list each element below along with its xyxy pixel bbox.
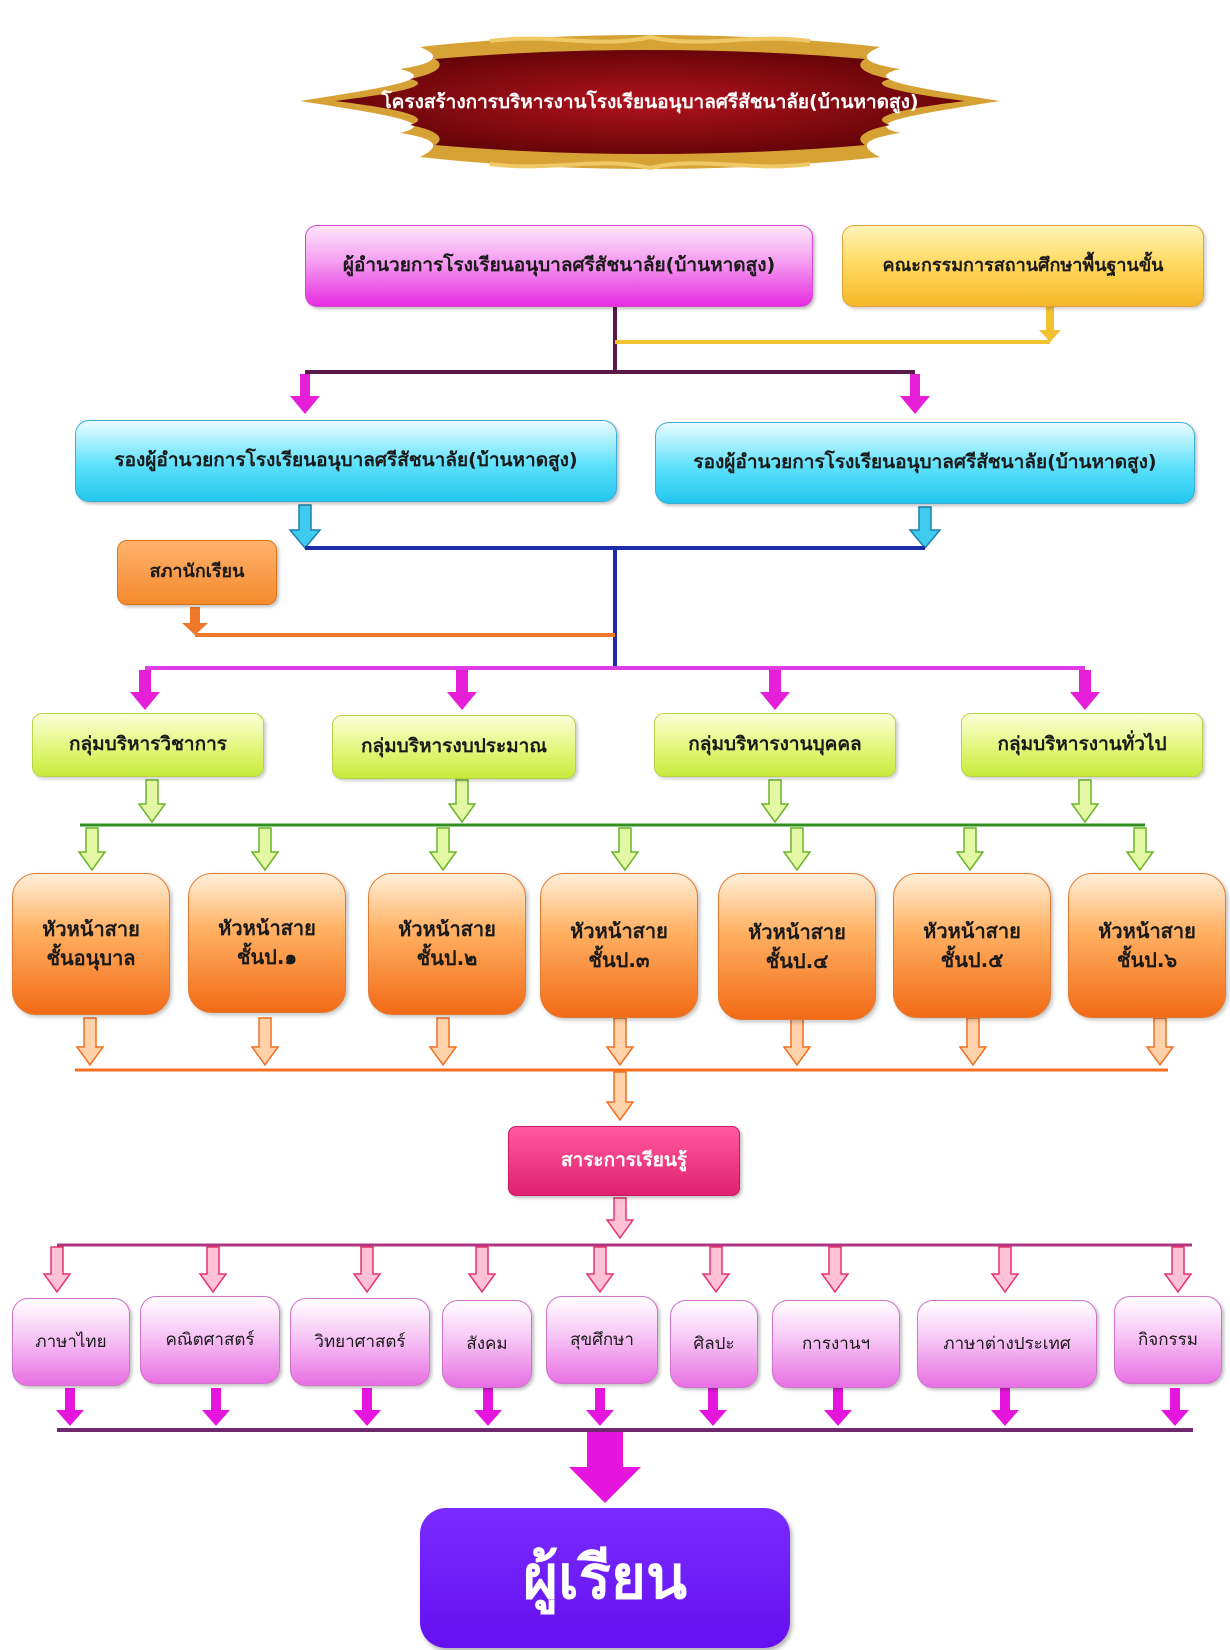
- magenta-arrow-icon: [586, 1388, 614, 1426]
- deputy-arrow-icon: [900, 374, 930, 414]
- grade-head-title: หัวหน้าสาย: [570, 918, 668, 943]
- group-arrow-icon: [130, 670, 160, 710]
- grade-head-title: หัวหน้าสาย: [398, 917, 496, 941]
- committee-arrow-icon: [1039, 307, 1061, 342]
- committee-box: คณะกรรมการสถานศึกษาพื้นฐานขั้น: [842, 225, 1204, 307]
- subject-box-careers: การงานฯ: [772, 1300, 900, 1388]
- grade-head-box-p1: หัวหน้าสาย ชั้นป.๑: [188, 873, 346, 1013]
- group-box-budget: กลุ่มบริหารงบประมาณ: [332, 715, 576, 779]
- grade-head-title: หัวหน้าสาย: [1098, 918, 1196, 943]
- red-arrow-icon: [198, 1246, 228, 1294]
- orange-arrow-icon: [958, 1017, 988, 1067]
- red-arrow-icon: [1163, 1246, 1193, 1294]
- grade-head-level: ชั้นป.๒: [416, 946, 478, 970]
- group-box-academic: กลุ่มบริหารวิชาการ: [32, 713, 264, 777]
- orange-arrow-icon: [605, 1017, 635, 1067]
- subject-box-science: วิทยาศาสตร์: [290, 1298, 430, 1386]
- subject-box-health: สุขศึกษา: [546, 1296, 658, 1384]
- lime-arrow-icon: [250, 827, 280, 872]
- grade-head-box-p4: หัวหน้าสาย ชั้นป.๔: [718, 873, 876, 1020]
- grade-head-title: หัวหน้าสาย: [218, 916, 316, 940]
- grade-head-level: ชั้นอนุบาล: [46, 946, 136, 970]
- lime-arrow-icon: [447, 779, 477, 824]
- red-arrow-icon: [990, 1246, 1020, 1294]
- grade-head-level: ชั้นป.๔: [765, 948, 829, 973]
- lime-arrow-icon: [760, 779, 790, 824]
- grade-head-box-p2: หัวหน้าสาย ชั้นป.๒: [368, 873, 526, 1015]
- learning-areas-box: สาระการเรียนรู้: [508, 1126, 740, 1196]
- chart-title: โครงสร้างการบริหารงานโรงเรียนอนุบาลศรีสั…: [381, 90, 919, 113]
- subject-box-foreign-language: ภาษาต่างประเทศ: [917, 1300, 1097, 1388]
- ornate-banner-frame: [300, 35, 1000, 170]
- grade-head-box-p5: หัวหน้าสาย ชั้นป.๕: [893, 873, 1051, 1018]
- grade-head-level: ชั้นป.๑: [236, 945, 298, 969]
- red-arrow-icon: [42, 1246, 72, 1294]
- grade-head-box-p6: หัวหน้าสาย ชั้นป.๖: [1068, 873, 1226, 1018]
- lime-arrow-icon: [428, 827, 458, 872]
- red-arrow-icon: [585, 1246, 615, 1294]
- lime-arrow-icon: [77, 827, 107, 872]
- orange-arrow-icon: [428, 1017, 458, 1067]
- subject-box-social: สังคม: [442, 1300, 532, 1388]
- lime-arrow-icon: [137, 779, 167, 824]
- group-arrow-icon: [1070, 670, 1100, 710]
- orange-arrow-icon: [782, 1017, 812, 1067]
- orange-arrow-icon: [1145, 1017, 1175, 1067]
- lime-arrow-icon: [1125, 827, 1155, 872]
- magenta-arrow-icon: [353, 1388, 381, 1426]
- deputy-director-box-1: รองผู้อำนวยการโรงเรียนอนุบาลศรีสัชนาลัย(…: [75, 420, 617, 502]
- deputy-arrow-icon: [290, 374, 320, 414]
- grade-head-title: หัวหน้าสาย: [748, 919, 846, 944]
- magenta-arrow-icon: [824, 1388, 852, 1426]
- grade-head-title: หัวหน้าสาย: [42, 917, 140, 941]
- magenta-arrow-icon: [1161, 1388, 1189, 1426]
- learner-arrow-icon: [569, 1432, 641, 1503]
- deputy-director-box-2: รองผู้อำนวยการโรงเรียนอนุบาลศรีสัชนาลัย(…: [655, 422, 1195, 504]
- grade-head-box-kindergarten: หัวหน้าสาย ชั้นอนุบาล: [12, 873, 170, 1015]
- magenta-arrow-icon: [202, 1388, 230, 1426]
- title-banner: โครงสร้างการบริหารงานโรงเรียนอนุบาลศรีสั…: [300, 35, 1000, 170]
- student-council-box: สภานักเรียน: [117, 540, 277, 605]
- group-box-general: กลุ่มบริหารงานทั่วไป: [961, 713, 1203, 777]
- cyan-arrow-icon: [288, 504, 322, 550]
- red-plaque: [335, 50, 965, 154]
- subject-box-arts: ศิลปะ: [670, 1300, 758, 1388]
- director-box: ผู้อำนวยการโรงเรียนอนุบาลศรีสัชนาลัย(บ้า…: [305, 225, 813, 307]
- subject-box-activities: กิจกรรม: [1114, 1296, 1222, 1384]
- orange-arrow-icon: [250, 1017, 280, 1067]
- learner-box: ผู้เรียน: [420, 1508, 790, 1648]
- red-arrow-icon: [701, 1246, 731, 1294]
- lime-arrow-icon: [1070, 779, 1100, 824]
- grade-head-title: หัวหน้าสาย: [923, 918, 1021, 943]
- magenta-arrow-icon: [699, 1388, 727, 1426]
- group-box-personnel: กลุ่มบริหารงานบุคคล: [654, 713, 896, 777]
- grade-head-level: ชั้นป.๓: [588, 947, 650, 972]
- magenta-arrow-icon: [991, 1388, 1019, 1426]
- group-arrow-icon: [760, 670, 790, 710]
- cyan-arrow-icon: [908, 506, 942, 550]
- red-arrow-icon: [352, 1246, 382, 1294]
- lime-arrow-icon: [955, 827, 985, 872]
- subject-box-thai: ภาษาไทย: [12, 1298, 130, 1386]
- orange-arrow-icon: [75, 1017, 105, 1067]
- magenta-arrow-icon: [56, 1388, 84, 1426]
- group-arrow-icon: [447, 670, 477, 710]
- orange-arrow-icon: [605, 1071, 635, 1122]
- student-council-arrow-icon: [182, 607, 208, 635]
- lime-arrow-icon: [610, 827, 640, 872]
- magenta-arrow-icon: [474, 1388, 502, 1426]
- grade-head-level: ชั้นป.๖: [1116, 947, 1178, 972]
- subject-box-math: คณิตศาสตร์: [140, 1296, 280, 1384]
- red-arrow-icon: [605, 1197, 635, 1240]
- grade-head-box-p3: หัวหน้าสาย ชั้นป.๓: [540, 873, 698, 1018]
- red-arrow-icon: [820, 1246, 850, 1294]
- red-arrow-icon: [467, 1246, 497, 1294]
- grade-head-level: ชั้นป.๕: [940, 947, 1004, 972]
- lime-arrow-icon: [782, 827, 812, 872]
